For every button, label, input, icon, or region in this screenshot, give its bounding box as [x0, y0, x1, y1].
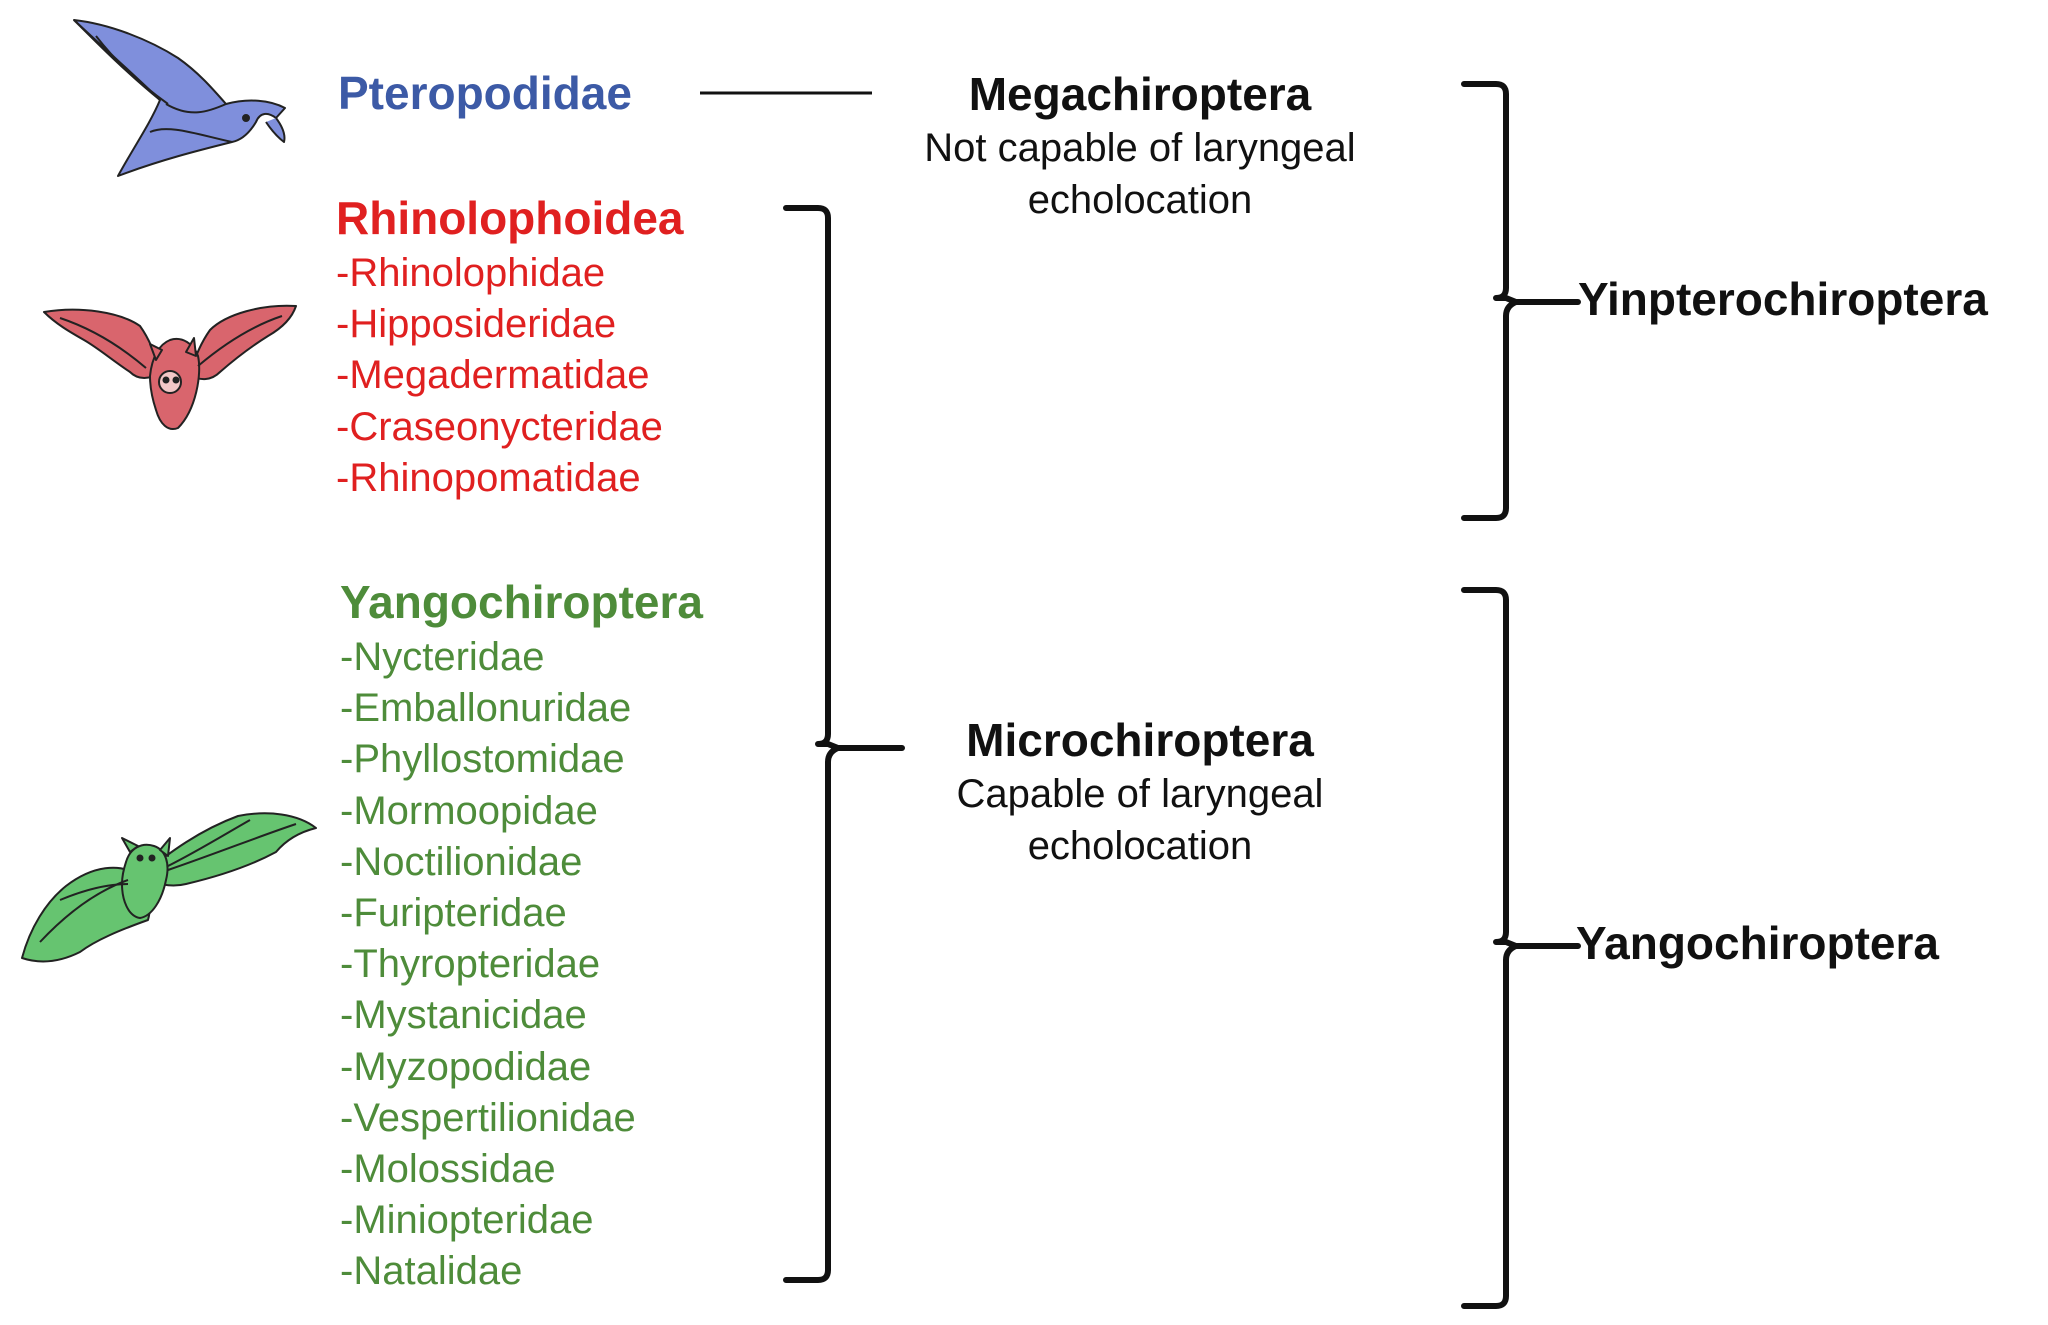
yangochiroptera-suborder-bracket: [1461, 587, 1581, 1309]
megachiroptera-block: Megachiroptera Not capable of laryngeal …: [880, 66, 1400, 226]
family-item: -Mormoopidae: [340, 788, 598, 833]
flying-fox-bat-icon: [73, 19, 286, 177]
yangochiroptera-suborder-label: Yangochiroptera: [1576, 917, 1939, 969]
family-item: -Noctilionidae: [340, 839, 583, 884]
rhinolophoidea-title: Rhinolophoidea: [336, 192, 684, 244]
rhinolophoidea-family-list: -Rhinolophidae -Hipposideridae -Megaderm…: [336, 248, 663, 504]
family-item: -Miniopteridae: [340, 1198, 594, 1243]
family-item: -Mystanicidae: [340, 993, 587, 1038]
family-item: -Thyropteridae: [340, 942, 601, 987]
yangochiroptera-family-list: -Nycteridae -Emballonuridae -Phyllostomi…: [340, 632, 636, 1298]
family-item: -Emballonuridae: [340, 686, 632, 731]
family-item: -Molossidae: [340, 1147, 556, 1192]
family-item: -Hipposideridae: [336, 302, 617, 347]
family-item: -Rhinolophidae: [336, 251, 606, 295]
microchiroptera-title: Microchiroptera: [966, 714, 1314, 766]
family-item: -Phyllostomidae: [340, 737, 625, 782]
family-item: -Natalidae: [340, 1249, 523, 1294]
vesper-bat-icon: [21, 812, 317, 963]
family-item: -Craseonycteridae: [336, 404, 663, 449]
microchiroptera-desc-line1: Capable of laryngeal: [956, 772, 1324, 816]
microchiroptera-desc-line2: echolocation: [1027, 824, 1253, 868]
family-item: -Megadermatidae: [336, 353, 650, 398]
pteropodidae-title: Pteropodidae: [338, 67, 632, 119]
microchiroptera-bracket: [783, 205, 905, 1283]
yinpterochiroptera-bracket: [1461, 81, 1581, 521]
megachiroptera-desc-line2: echolocation: [1027, 178, 1253, 222]
yinpterochiroptera-label: Yinpterochiroptera: [1578, 273, 1988, 325]
horseshoe-bat-icon: [43, 304, 297, 430]
megachiroptera-desc-line1: Not capable of laryngeal: [924, 126, 1356, 170]
microchiroptera-block: Microchiroptera Capable of laryngeal ech…: [880, 712, 1400, 872]
family-item: -Nycteridae: [340, 635, 545, 679]
megachiroptera-title: Megachiroptera: [968, 68, 1312, 120]
family-item: -Rhinopomatidae: [336, 455, 641, 500]
yangochiroptera-group-title: Yangochiroptera: [340, 576, 703, 628]
family-item: -Vespertilionidae: [340, 1095, 636, 1140]
family-item: -Myzopodidae: [340, 1044, 592, 1089]
family-item: -Furipteridae: [340, 891, 567, 936]
